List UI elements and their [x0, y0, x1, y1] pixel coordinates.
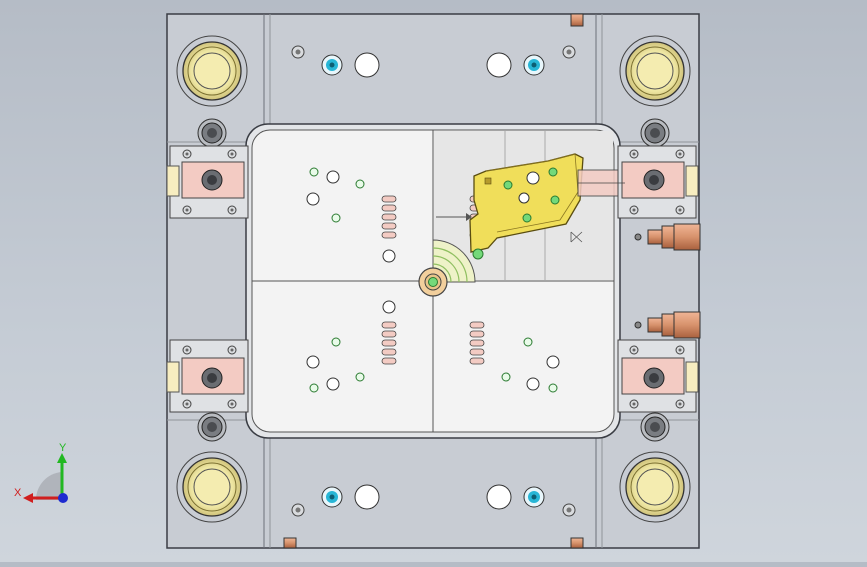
edge-plugs	[283, 13, 584, 549]
axis-triad[interactable]: Y X	[14, 442, 68, 503]
triad-y-label: Y	[59, 442, 67, 454]
clamp-block-dowels	[182, 149, 685, 409]
guide-bushings	[176, 35, 691, 523]
triad-x-label: X	[14, 487, 22, 499]
cooling-ports	[291, 45, 576, 517]
ejector-pins	[306, 167, 560, 393]
triad-base-icon	[35, 472, 62, 500]
water-fittings	[634, 223, 701, 339]
slider-part	[436, 153, 625, 260]
socket-screws	[197, 118, 670, 442]
sprue-bushing	[418, 239, 476, 297]
z-axis-dot-icon	[58, 493, 68, 503]
